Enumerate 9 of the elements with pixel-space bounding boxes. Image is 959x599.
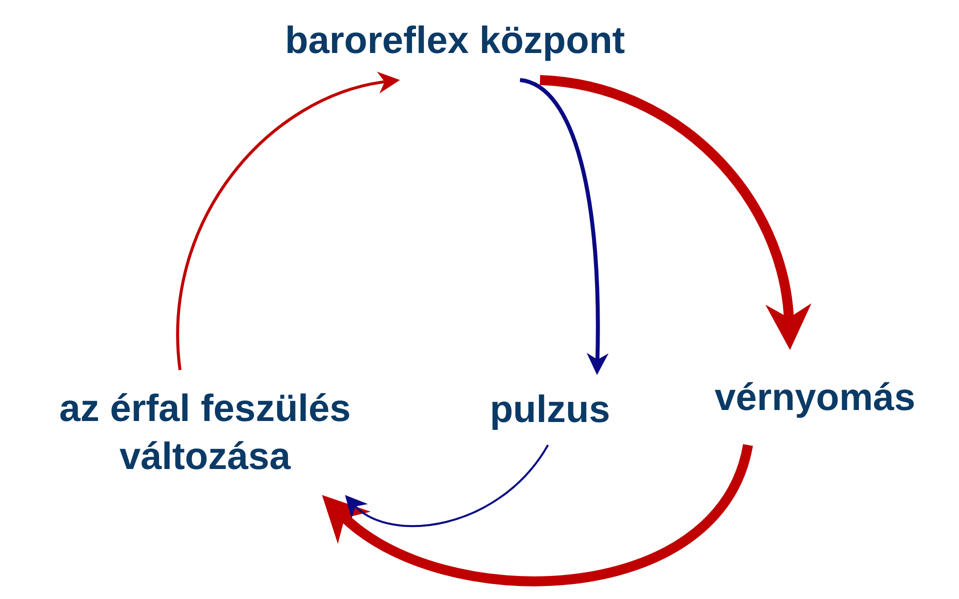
node-label: vérnyomás [714, 376, 916, 420]
node-label: pulzus [490, 388, 610, 433]
arrow [519, 78, 608, 375]
node-label: az érfal feszülés változása [58, 386, 352, 480]
arrow [344, 444, 549, 527]
node-label: baroreflex központ [285, 19, 625, 64]
arrow [176, 72, 400, 370]
arrow [540, 75, 810, 350]
arrow [320, 444, 753, 586]
